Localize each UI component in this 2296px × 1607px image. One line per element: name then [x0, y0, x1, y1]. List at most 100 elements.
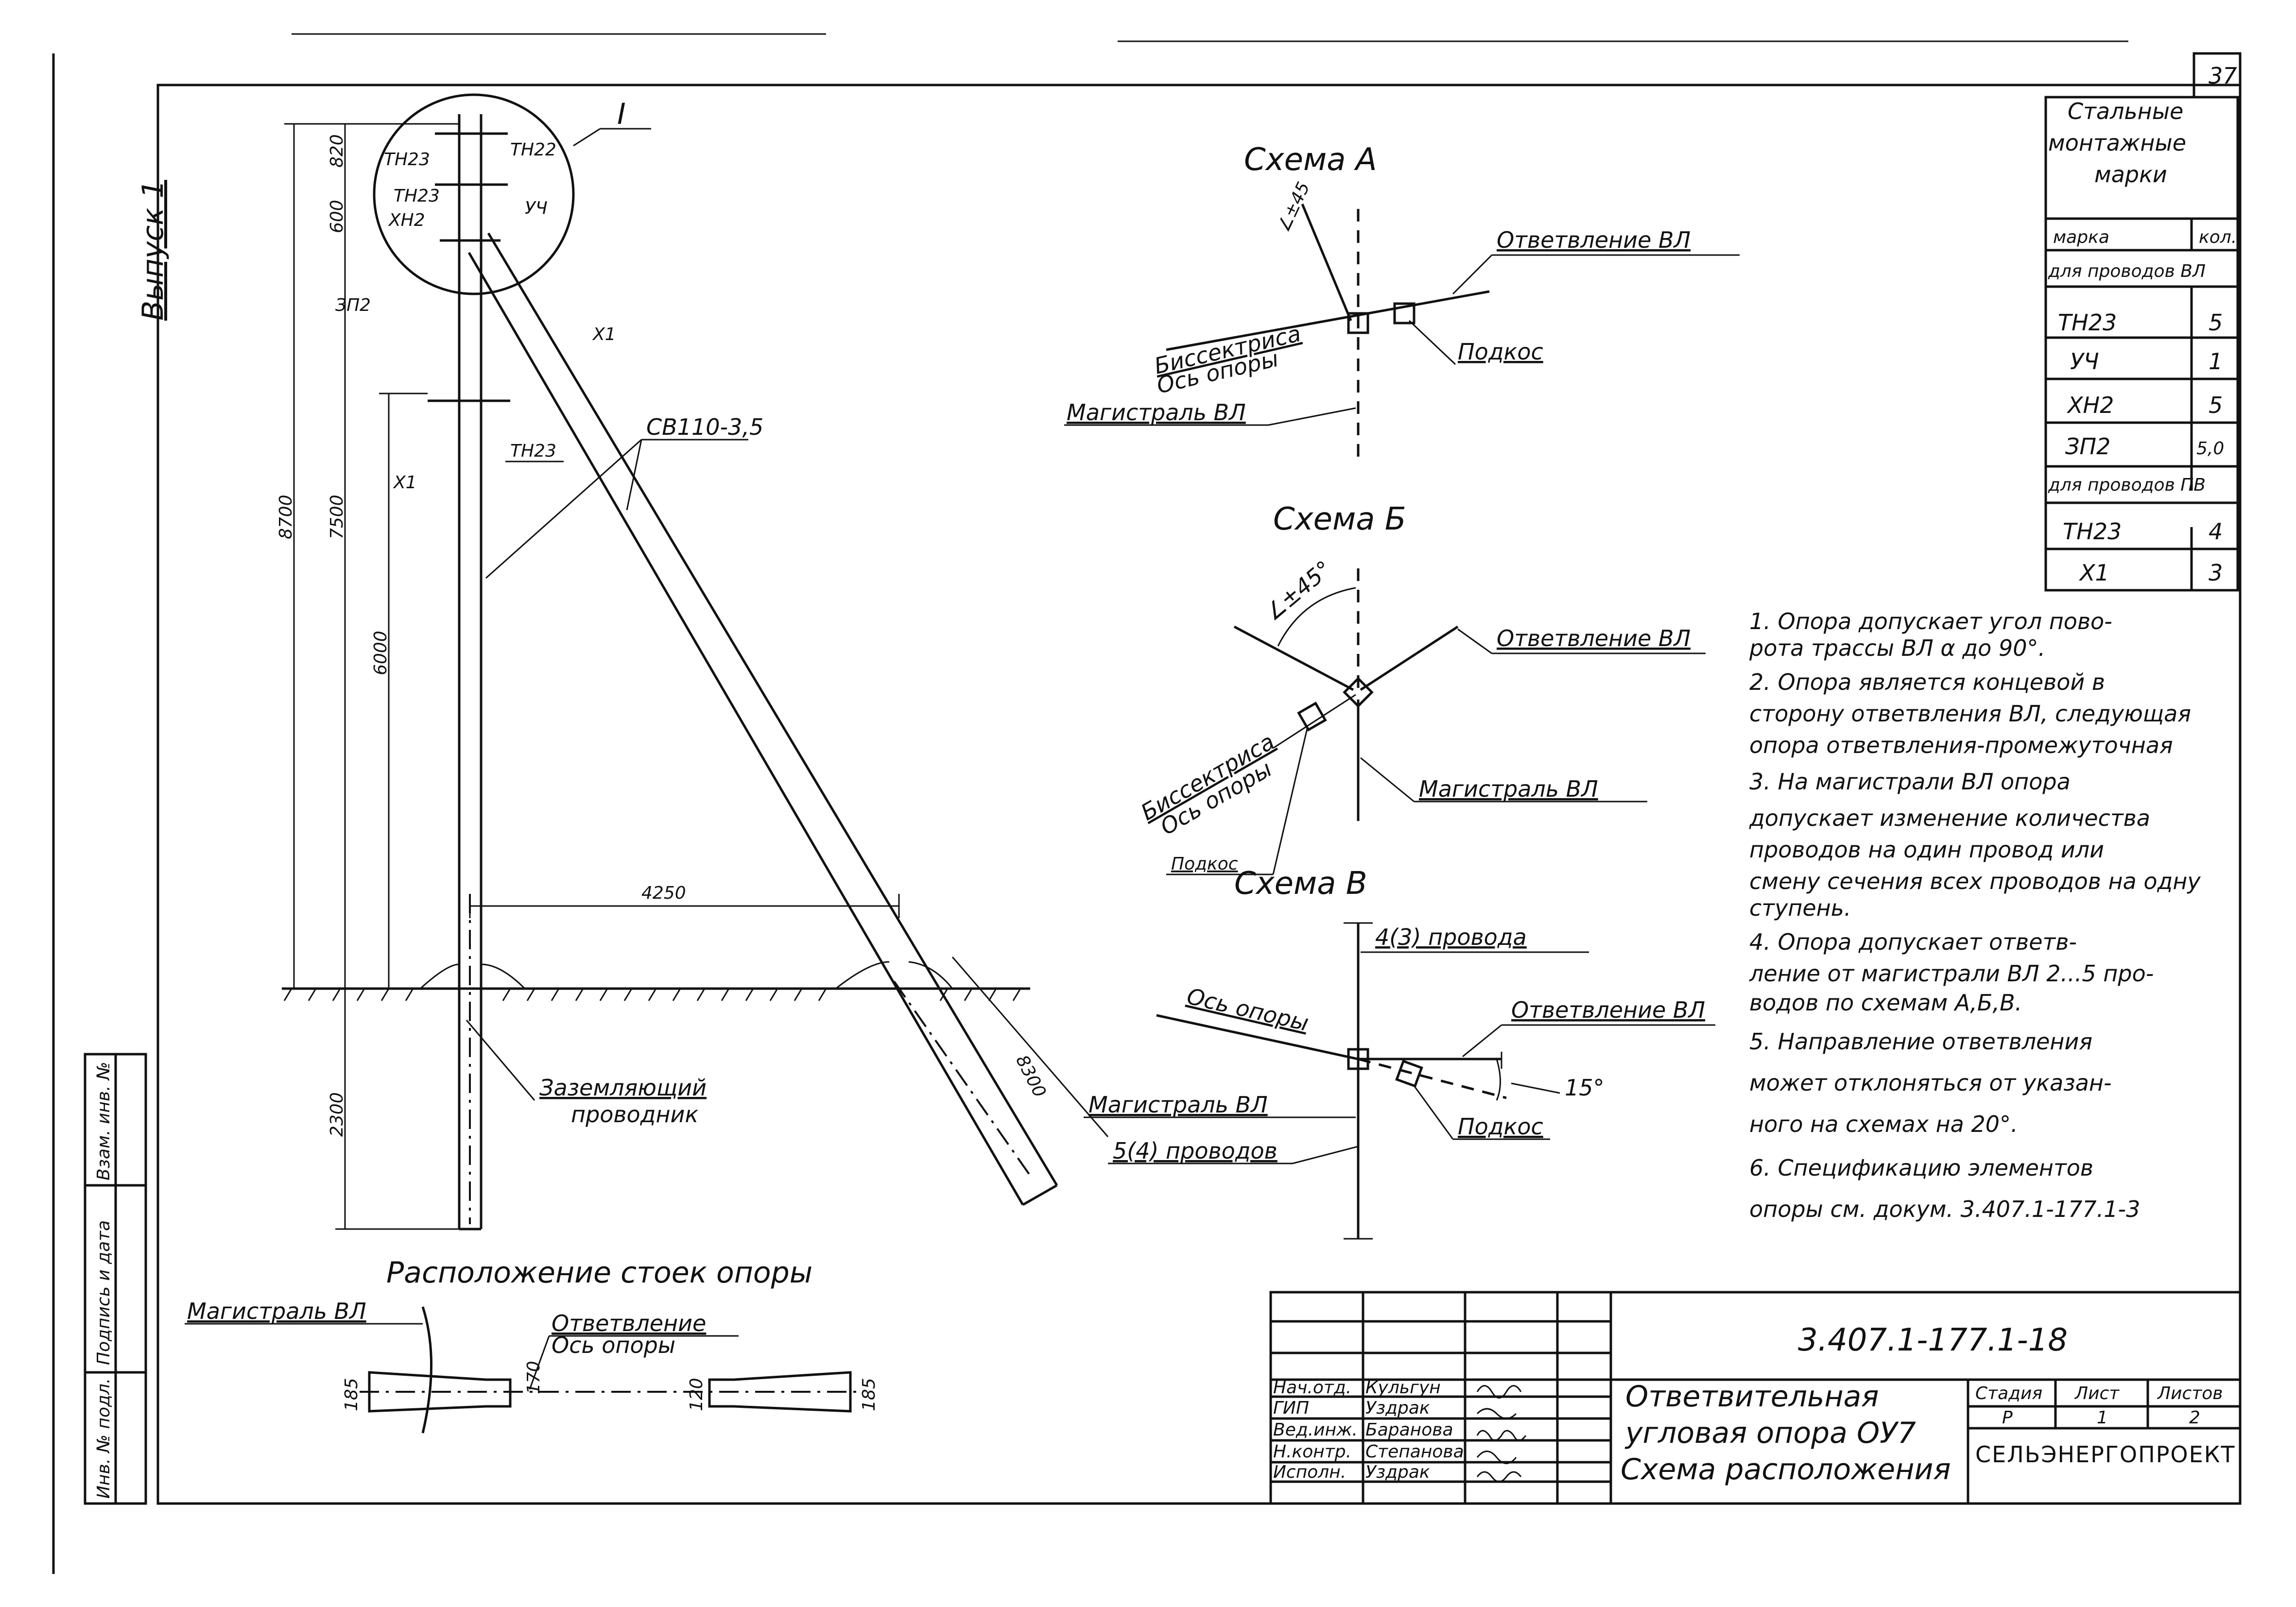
mark-x1-a: Х1	[592, 325, 616, 344]
scheme-b-brace: Подкос	[1171, 854, 1238, 874]
marks-r5-qty: 4	[2209, 518, 2223, 545]
dim-820: 820	[327, 134, 347, 168]
plan-dim-185-right: 185	[859, 1378, 879, 1411]
dim-2300: 2300	[327, 1092, 347, 1137]
scheme-a-branch: Ответвление ВЛ	[1497, 227, 1691, 253]
sheet-frame: 37 Выпуск 1	[52, 33, 2242, 1574]
plan-dim-185-left: 185	[342, 1378, 362, 1411]
signature-5	[1476, 1471, 1522, 1483]
marks-title-1: Стальные	[2068, 98, 2183, 124]
note-6-line-1: 6. Спецификацию элементов	[1749, 1155, 2093, 1181]
note-3-line-1: 3. На магистрали ВЛ опора	[1749, 769, 2071, 795]
marks-r3-qty: 5	[2209, 392, 2223, 418]
plan-main-line-label: Магистраль ВЛ	[187, 1298, 366, 1324]
ground-hatch	[283, 988, 1021, 1001]
note-5-line-2: может отклоняться от указан-	[1749, 1070, 2112, 1096]
marks-table: Стальные монтажные марки марка кол. для …	[2044, 96, 2239, 592]
scheme-b-main-line: Магистраль ВЛ	[1419, 776, 1598, 802]
marks-section-2: для проводов ПВ	[2048, 475, 2206, 495]
signature-1	[1476, 1385, 1522, 1399]
note-3-line-3: проводов на один провод или	[1749, 837, 2104, 863]
scheme-v: Схема В 4(3) провода Ось опоры Ответвлен…	[1084, 866, 1715, 1240]
scheme-a-title: Схема А	[1244, 142, 1377, 178]
callout-circle	[373, 93, 575, 295]
scheme-b-angle: ∠±45°	[1260, 555, 1336, 626]
scheme-v-main-line: Магистраль ВЛ	[1088, 1092, 1268, 1118]
org-name: СЕЛЬЭНЕРГОПРОЕКТ	[1975, 1441, 2235, 1468]
marks-r2-qty: 1	[2209, 348, 2223, 375]
note-1-line-2: рота трассы ВЛ α до 90°.	[1749, 635, 2045, 661]
scheme-v-brace: Подкос	[1458, 1113, 1543, 1140]
scheme-v-branch: Ответвление ВЛ	[1511, 997, 1705, 1023]
stamp-inv-orig: Инв. № подл.	[94, 1378, 114, 1499]
signer-3-role: Вед.инж.	[1273, 1420, 1358, 1440]
note-2-line-1: 2. Опора является концевой в	[1749, 669, 2105, 695]
signer-3-name: Баранова	[1365, 1420, 1453, 1440]
marks-r1-mark: ТН23	[2058, 309, 2117, 336]
dim-7500: 7500	[327, 495, 347, 539]
brace-top	[487, 232, 1058, 1186]
stage-value: Р	[2002, 1408, 2013, 1428]
note-2-line-3: опора ответвления-промежуточная	[1749, 732, 2173, 758]
marks-col-mark: марка	[2053, 227, 2109, 247]
mark-tn23-a: ТН23	[384, 150, 430, 170]
title-line-3: Схема расположения	[1621, 1453, 1951, 1487]
stage-label: Стадия	[1975, 1384, 2042, 1403]
ground-conductor-line2: проводник	[571, 1101, 698, 1128]
signer-2-name: Уздрак	[1365, 1398, 1430, 1418]
title-line-1: Ответвительная	[1625, 1380, 1879, 1414]
scheme-a: Схема А ∠±45 Ответвление ВЛ Биссектриса …	[1064, 142, 1740, 462]
note-3-line-5: ступень.	[1749, 895, 1851, 921]
marks-r4-qty: 5,0	[2196, 439, 2224, 459]
marks-title-3: марки	[2094, 161, 2167, 188]
note-3-line-4: смену сечения всех проводов на одну	[1749, 868, 2201, 894]
dim-4250: 4250	[641, 883, 686, 903]
marks-r5-mark: ТН23	[2063, 518, 2122, 545]
callout-label: I	[617, 97, 626, 131]
mark-x1-b: Х1	[393, 473, 417, 493]
signature-2	[1476, 1408, 1517, 1419]
note-2-line-2: сторону ответвления ВЛ, следующая	[1749, 701, 2191, 727]
plan-branch-label: Ответвление	[552, 1310, 706, 1336]
dim-8300: 8300	[1012, 1052, 1050, 1100]
side-label: Выпуск 1	[136, 180, 170, 321]
plan-view: Расположение стоек опоры Магистраль ВЛ О…	[185, 1256, 879, 1434]
plan-dim-120: 120	[687, 1378, 707, 1411]
mark-xn2: ХН2	[388, 210, 425, 230]
side-stamp: Инв. № подл. Подпись и дата Взам. инв. №	[84, 1053, 147, 1505]
scheme-v-axis: Ось опоры	[1185, 983, 1312, 1036]
page-number: 37	[2209, 63, 2237, 89]
mark-zp2: ЗП2	[335, 295, 371, 315]
scheme-v-wires-bottom: 5(4) проводов	[1113, 1138, 1277, 1164]
dim-600: 600	[327, 200, 347, 233]
signature-3	[1476, 1430, 1527, 1441]
scheme-v-title: Схема В	[1234, 866, 1367, 902]
marks-section-1: для проводов ВЛ	[2048, 261, 2206, 281]
sheets-value: 2	[2189, 1408, 2200, 1428]
stamp-sign-date: Подпись и дата	[94, 1220, 114, 1365]
marks-r3-mark: ХН2	[2067, 392, 2114, 418]
signer-4-role: Н.контр.	[1273, 1442, 1351, 1462]
main-pole-drawing: I ТН23 ТН22 ТН23 ХН2 УЧ ЗП2 Х1 Х1 ТН23 С…	[276, 93, 1109, 1231]
marks-col-qty: кол.	[2199, 227, 2237, 247]
scheme-a-main-line: Магистраль ВЛ	[1067, 399, 1246, 426]
brace-bottom	[467, 252, 1024, 1206]
title-line-2: угловая опора ОУ7	[1624, 1416, 1916, 1450]
scheme-a-angle: ∠±45	[1274, 179, 1314, 235]
signer-2-role: ГИП	[1273, 1398, 1309, 1418]
signer-5-name: Уздрак	[1365, 1462, 1430, 1482]
mark-tn23-c: ТН23	[510, 441, 556, 461]
signer-1-role: Нач.отд.	[1273, 1378, 1351, 1398]
notes: 1. Опора допускает угол пово- рота трасс…	[1749, 608, 2201, 1222]
note-4-line-2: ление от магистрали ВЛ 2...5 про-	[1749, 960, 2154, 987]
signer-5-role: Исполн.	[1273, 1462, 1346, 1482]
dim-6000: 6000	[371, 631, 391, 675]
marks-r6-qty: 3	[2209, 560, 2223, 586]
marks-title-2: монтажные	[2048, 130, 2186, 156]
plan-dim-170: 170	[524, 1361, 544, 1394]
mark-tn23-b: ТН23	[394, 186, 440, 206]
marks-r6-mark: Х1	[2079, 560, 2109, 586]
note-4-line-3: водов по схемам А,Б,В.	[1749, 990, 2022, 1016]
scheme-b-branch: Ответвление ВЛ	[1497, 625, 1691, 651]
